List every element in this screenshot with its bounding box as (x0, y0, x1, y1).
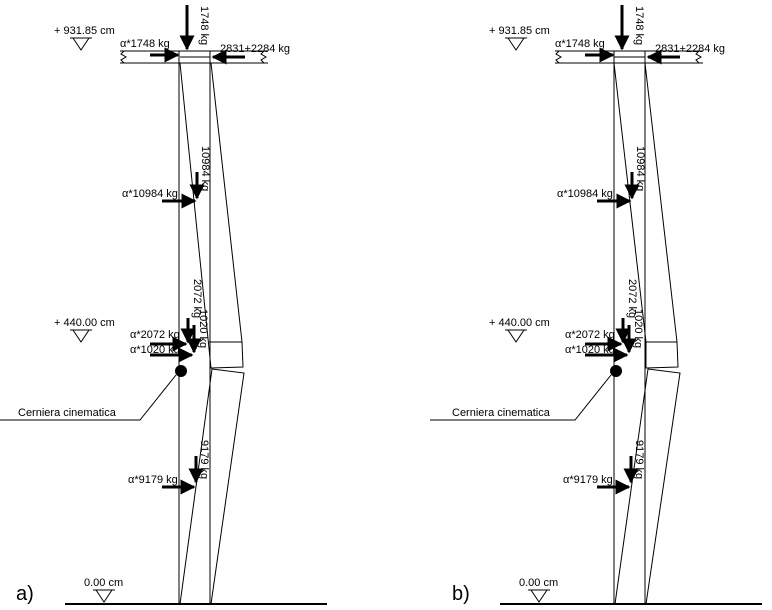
svg-text:+ 440.00 cm: + 440.00 cm (489, 317, 550, 329)
svg-text:α*9179 kg: α*9179 kg (563, 474, 613, 486)
svg-text:α*2072 kg: α*2072 kg (130, 329, 180, 341)
level-marker-base: 0.00 cm (84, 577, 123, 603)
load-top: 1748 kg α*1748 kg 2831+2284 kg (120, 5, 290, 65)
svg-text:10984 kg: 10984 kg (199, 146, 211, 191)
svg-text:1020 kg: 1020 kg (197, 309, 209, 348)
svg-text:9179 kg: 9179 kg (198, 440, 210, 479)
hinge-leader (0, 374, 177, 421)
svg-text:α*9179 kg: α*9179 kg (128, 474, 178, 486)
hinge-label: Cerniera cinematica (18, 407, 117, 419)
load-top: 1748 kg α*1748 kg 2831+2284 kg (555, 5, 725, 65)
svg-text:α*1748 kg: α*1748 kg (555, 38, 605, 50)
level-marker-base: 0.00 cm (519, 577, 558, 603)
load-mid: 2072 kg 1020 kg α*2072 kg α*1020 kg (565, 279, 644, 363)
svg-text:α*2072 kg: α*2072 kg (565, 329, 615, 341)
svg-text:+ 931.85 cm: + 931.85 cm (489, 25, 550, 37)
hinge-marker (610, 365, 622, 377)
deformed-wall-lower (179, 368, 245, 605)
hinge-leader (430, 374, 612, 421)
level-marker-mid: + 440.00 cm (489, 317, 550, 343)
svg-text:α*1020 kg: α*1020 kg (130, 344, 180, 356)
svg-text:+ 931.85 cm: + 931.85 cm (54, 25, 115, 37)
load-lower: 9179 kg α*9179 kg (563, 440, 645, 495)
svg-text:0.00 cm: 0.00 cm (519, 577, 558, 589)
svg-text:2831+2284 kg: 2831+2284 kg (655, 43, 725, 55)
load-mid: 2072 kg 1020 kg α*2072 kg α*1020 kg (130, 279, 209, 363)
svg-text:α*10984 kg: α*10984 kg (122, 188, 178, 200)
panel-label: b) (452, 583, 470, 605)
svg-text:α*1748 kg: α*1748 kg (120, 38, 170, 50)
svg-text:α*1020 kg: α*1020 kg (565, 344, 615, 356)
svg-text:2072 kg: 2072 kg (191, 279, 203, 318)
svg-text:2831+2284 kg: 2831+2284 kg (220, 43, 290, 55)
level-marker-top: + 931.85 cm (54, 25, 115, 51)
load-upper: 10984 kg α*10984 kg (557, 146, 646, 209)
panel-b: b) Cerniera cinematica + 931.85 cm + 440… (430, 5, 762, 605)
svg-text:2072 kg: 2072 kg (626, 279, 638, 318)
hinge-label: Cerniera cinematica (452, 407, 551, 419)
load-upper: 10984 kg α*10984 kg (122, 146, 211, 209)
level-marker-mid: + 440.00 cm (54, 317, 115, 343)
load-lower: 9179 kg α*9179 kg (128, 440, 210, 495)
svg-text:0.00 cm: 0.00 cm (84, 577, 123, 589)
svg-text:1748 kg: 1748 kg (198, 6, 210, 45)
svg-text:+ 440.00 cm: + 440.00 cm (54, 317, 115, 329)
svg-text:1020 kg: 1020 kg (632, 309, 644, 348)
hinge-marker (175, 365, 187, 377)
svg-text:9179 kg: 9179 kg (633, 440, 645, 479)
level-marker-top: + 931.85 cm (489, 25, 550, 51)
panel-a: a) Cerniera cinematica + 931.85 cm (0, 5, 327, 605)
deformed-wall-upper (179, 62, 244, 369)
svg-text:1748 kg: 1748 kg (633, 6, 645, 45)
svg-text:10984 kg: 10984 kg (634, 146, 646, 191)
panel-label: a) (16, 583, 34, 605)
deformed-wall-lower (614, 368, 681, 605)
svg-text:α*10984 kg: α*10984 kg (557, 188, 613, 200)
